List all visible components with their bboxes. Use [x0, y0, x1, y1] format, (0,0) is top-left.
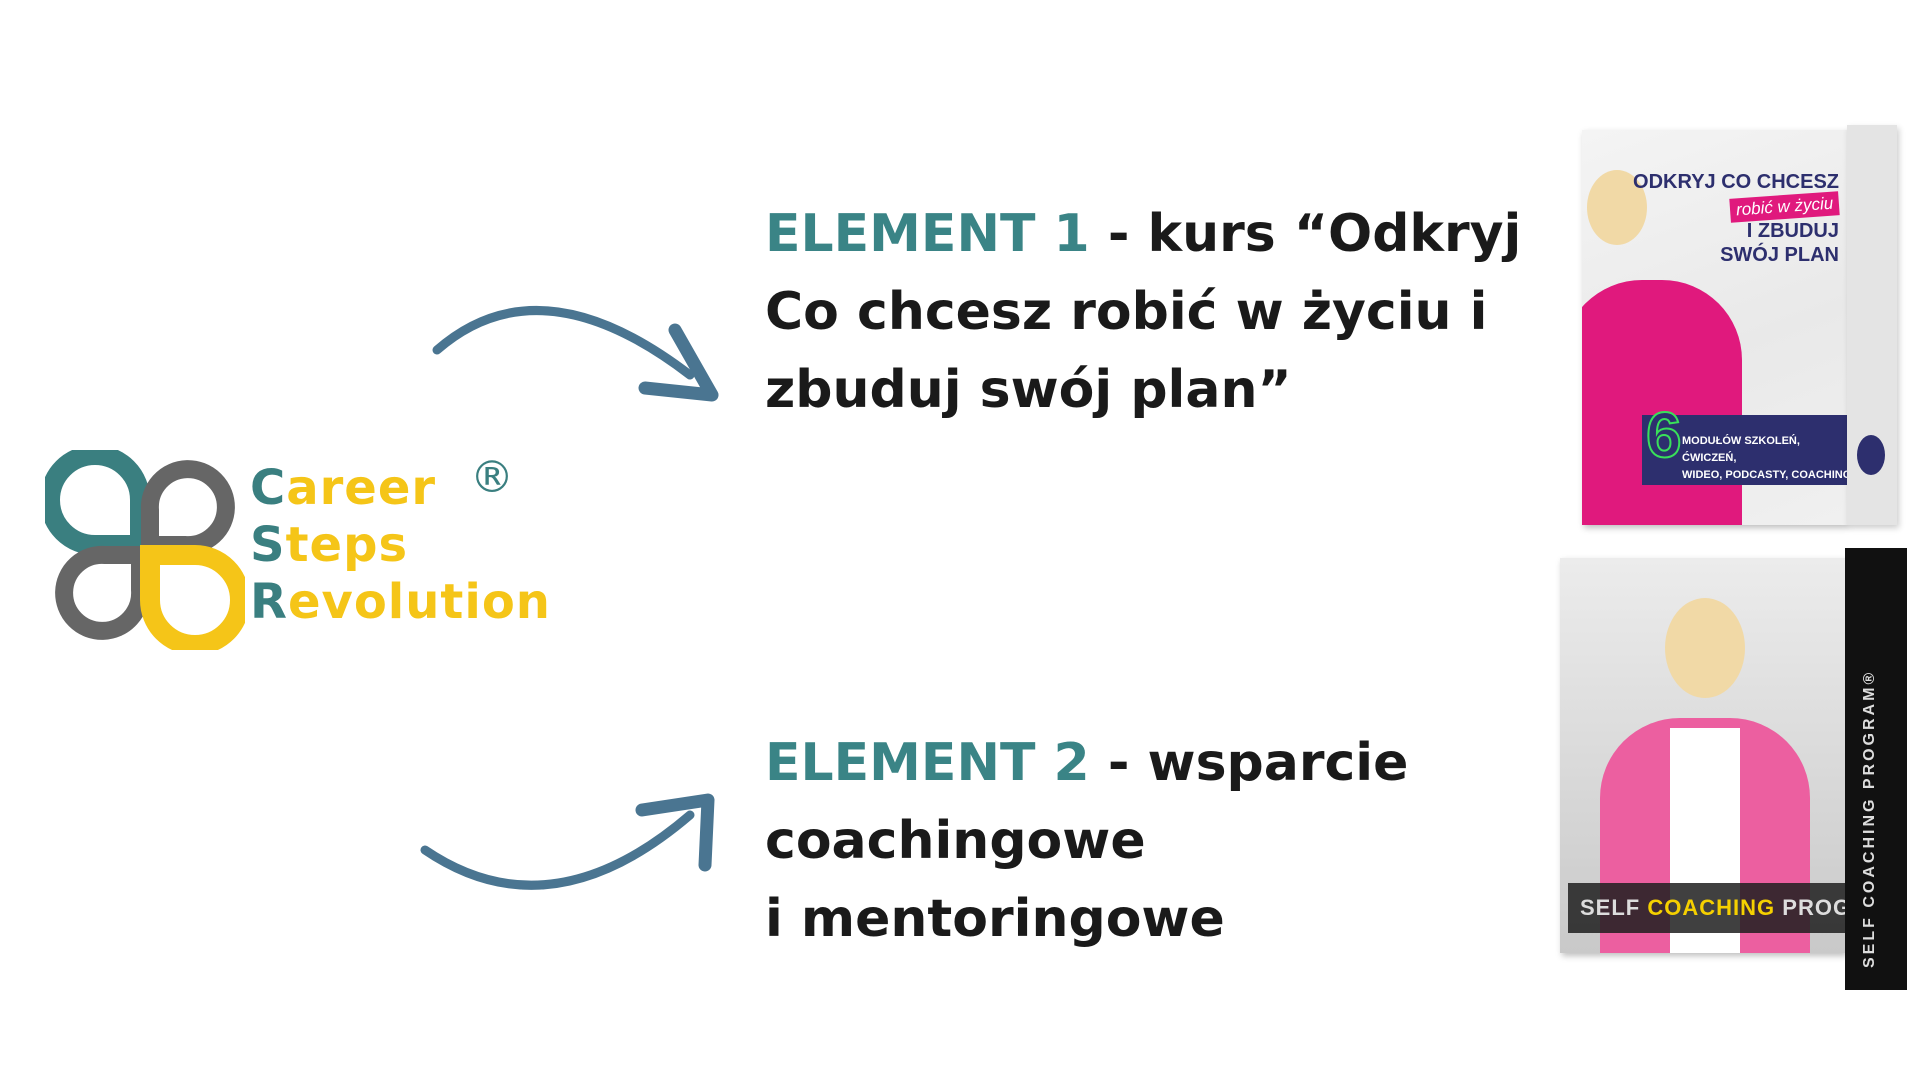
box-banner-word: PROGRAM® — [1782, 895, 1845, 920]
element1-line: - kurs “Odkryj — [1089, 204, 1522, 264]
element1-label: ELEMENT 1 — [765, 204, 1090, 264]
box-banner-line: MODUŁÓW SZKOLEŃ, ĆWICZEŃ, — [1682, 435, 1800, 464]
logo-word: evolution — [287, 574, 551, 630]
element1-line: Co chcesz robić w życiu i — [765, 282, 1488, 342]
logo-word: teps — [285, 517, 409, 573]
spine-text: SELF COACHING PROGRAM® — [1861, 669, 1878, 968]
registered-mark: ® — [470, 452, 514, 503]
logo-initial: C — [250, 460, 287, 516]
person-head — [1665, 598, 1745, 698]
box-front: ODKRYJ CO CHCESZ robić w życiu I ZBUDUJ … — [1582, 130, 1847, 525]
spine-badge — [1857, 435, 1885, 475]
box-title: ODKRYJ CO CHCESZ robić w życiu I ZBUDUJ … — [1633, 170, 1840, 267]
element1-description: ELEMENT 1 - kurs “Odkryj Co chcesz robić… — [765, 195, 1521, 429]
person-head — [1587, 170, 1647, 245]
element2-line: - wsparcie — [1089, 733, 1409, 793]
box-spine: SELF COACHING PROGRAM® — [1845, 548, 1907, 990]
element2-label: ELEMENT 2 — [765, 733, 1090, 793]
element2-description: ELEMENT 2 - wsparcie coachingowe i mento… — [765, 724, 1408, 958]
arrow-down-right-icon — [432, 305, 719, 402]
career-steps-revolution-logo: Career Steps Revolution ® — [45, 450, 565, 650]
logo-word: areer — [286, 460, 437, 516]
box-banner: SELF COACHING PROGRAM® — [1568, 883, 1845, 933]
logo-initial: R — [250, 574, 288, 630]
self-coaching-box-image: SELF COACHING PROGRAM® SELF COACHING PRO… — [1560, 548, 1908, 990]
box-number: 6 — [1645, 398, 1683, 472]
element2-line: i mentoringowe — [765, 889, 1225, 949]
course-box-image: ODKRYJ CO CHCESZ robić w życiu I ZBUDUJ … — [1582, 125, 1900, 535]
arrow-up-right-icon — [420, 793, 715, 890]
box-banner-word: COACHING — [1647, 895, 1776, 920]
clover-logo-icon — [45, 450, 245, 650]
box-title-line: I ZBUDUJ — [1746, 220, 1839, 242]
box-banner: 6 MODUŁÓW SZKOLEŃ, ĆWICZEŃ, WIDEO, PODCA… — [1642, 398, 1847, 485]
box-banner-line: WIDEO, PODCASTY, COACHING — [1682, 469, 1847, 481]
box-spine — [1847, 125, 1897, 525]
box-title-line: SWÓJ PLAN — [1720, 244, 1839, 266]
box-title-line: ODKRYJ CO CHCESZ — [1633, 171, 1839, 193]
box-banner-word: SELF — [1580, 895, 1641, 920]
box-front: SELF COACHING PROGRAM® — [1560, 558, 1845, 953]
element1-line: zbuduj swój plan” — [765, 360, 1292, 420]
logo-wordmark: Career Steps Revolution — [250, 460, 551, 631]
logo-initial: S — [250, 517, 286, 573]
element2-line: coachingowe — [765, 811, 1146, 871]
